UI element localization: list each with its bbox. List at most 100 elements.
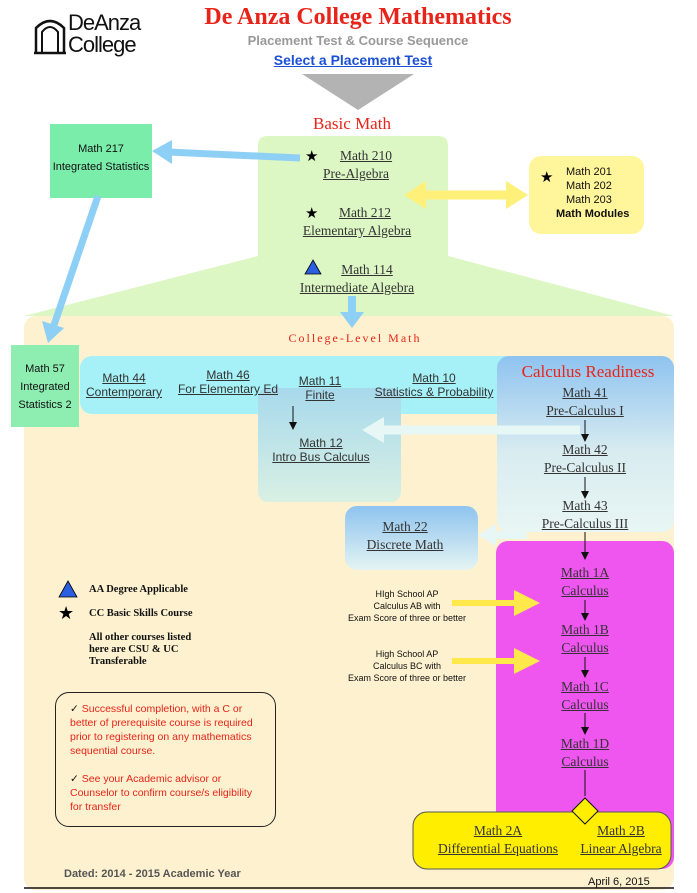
- course-code: Math 212: [338, 205, 392, 220]
- basic-math-heading: Basic Math: [313, 114, 391, 133]
- modules-box: [529, 156, 644, 234]
- course-name: Calculus: [561, 754, 609, 769]
- arrow-210-to-217: [167, 148, 301, 162]
- star-icon: ★: [305, 148, 319, 165]
- course-math-41[interactable]: Math 41 Pre-Calculus I: [530, 384, 640, 420]
- calculus-box: [496, 541, 674, 869]
- course-code: Math 1B: [561, 622, 609, 637]
- course-math-46[interactable]: Math 46 For Elementary Ed: [174, 368, 282, 396]
- course-code: Math 42: [562, 442, 608, 457]
- course-math-10[interactable]: Math 10 Statistics & Probability: [368, 371, 500, 399]
- course-name: Pre-Calculus III: [541, 516, 629, 531]
- course-code: Math 57: [25, 363, 65, 375]
- ap-line: HIgh School AP: [375, 589, 439, 599]
- course-code: Math 1C: [561, 679, 609, 694]
- college-level-heading: College-Level Math: [288, 331, 422, 345]
- course-math-212[interactable]: Math 212 Elementary Algebra: [292, 204, 422, 240]
- course-math-2a[interactable]: Math 2A Differential Equations: [424, 822, 572, 858]
- course-math-1b[interactable]: Math 1B Calculus: [540, 621, 630, 657]
- check-icon: ✓: [70, 773, 79, 785]
- course-math-1c[interactable]: Math 1C Calculus: [540, 678, 630, 714]
- college-logo: DeAnza College: [32, 10, 160, 57]
- course-math-210[interactable]: Math 210 Pre-Algebra: [300, 147, 412, 183]
- course-name: Pre-Calculus II: [543, 460, 627, 475]
- star-icon: ★: [305, 205, 319, 222]
- college-course-band: [80, 356, 520, 414]
- course-name: Statistics & Probability: [374, 385, 494, 399]
- course-code: Math 217: [78, 143, 124, 155]
- branch-diamond: [571, 797, 599, 825]
- ap-line: Calculus AB with: [373, 601, 441, 611]
- note-text: See your Academic advisor or Counselor t…: [70, 773, 253, 813]
- course-code: Math 43: [562, 498, 608, 513]
- note-text: Successful completion, with a C or bette…: [70, 703, 253, 757]
- course-code: Math 44: [102, 371, 146, 385]
- legend-line: Transferable: [89, 656, 147, 667]
- ap-calculus-bc-note: High School AP Calculus BC with Exam Sco…: [336, 648, 478, 684]
- course-name: Intermediate Algebra: [299, 280, 415, 295]
- legend-transfer-note: All other courses listed here are CSU & …: [89, 632, 191, 668]
- course-math-42[interactable]: Math 42 Pre-Calculus II: [530, 441, 640, 477]
- logo-line1: DeAnza: [68, 10, 141, 35]
- math22-box: [345, 506, 478, 570]
- course-math-12[interactable]: Math 12 Intro Bus Calculus: [262, 436, 380, 464]
- placement-test-link[interactable]: Select a Placement Test: [273, 52, 433, 68]
- triangle-icon: [58, 580, 78, 598]
- course-name: Contemporary: [85, 385, 163, 399]
- note-advisor: ✓ See your Academic advisor or Counselor…: [70, 772, 265, 814]
- course-code: Math 2A: [473, 823, 523, 838]
- module-line: Math 202: [566, 180, 612, 192]
- course-math-11[interactable]: Math 11 Finite: [290, 374, 350, 402]
- advanced-box: [412, 811, 672, 870]
- ap-line: Exam Score of three or better: [347, 673, 467, 683]
- course-math-22[interactable]: Math 22 Discrete Math: [348, 518, 462, 554]
- calculus-readiness-heading: Calculus Readiness: [521, 362, 655, 381]
- ap-calculus-ab-note: HIgh School AP Calculus AB with Exam Sco…: [336, 588, 478, 624]
- logo-arch-icon: [34, 19, 66, 55]
- ap-line: Exam Score of three or better: [347, 613, 467, 623]
- page-title: De Anza College Mathematics: [204, 4, 512, 30]
- legend-line: All other courses listed: [89, 632, 192, 643]
- course-name: Differential Equations: [437, 841, 559, 856]
- course-name: Linear Algebra: [580, 841, 662, 856]
- course-math-217[interactable]: Math 217 Integrated Statistics: [50, 140, 152, 176]
- basic-math-region: [24, 136, 674, 316]
- course-code: Math 114: [341, 262, 393, 277]
- course-name: Discrete Math: [366, 537, 444, 552]
- course-name: Calculus: [561, 640, 609, 655]
- course-code: Math 22: [382, 519, 428, 534]
- course-math-2b[interactable]: Math 2B Linear Algebra: [572, 822, 670, 858]
- note-prerequisite: ✓ Successful completion, with a C or bet…: [70, 702, 265, 758]
- course-name: Integrated Statistics: [52, 161, 150, 173]
- star-icon: ★: [58, 603, 75, 623]
- course-name: Pre-Algebra: [323, 166, 389, 181]
- course-name: Finite: [305, 388, 335, 402]
- course-name: Elementary Algebra: [302, 223, 412, 238]
- course-code: Math 12: [299, 436, 343, 450]
- modules-label: Math Modules: [556, 208, 630, 220]
- placement-triangle: [302, 74, 414, 110]
- course-code: Math 1D: [560, 736, 610, 751]
- page-subtitle: Placement Test & Course Sequence: [247, 33, 469, 48]
- course-code: Math 10: [412, 371, 456, 385]
- star-icon: ★: [540, 169, 554, 186]
- course-code: Math 210: [339, 148, 393, 163]
- legend-cc-label: CC Basic Skills Course: [89, 608, 193, 619]
- math217-box: [50, 124, 152, 198]
- course-math-1d[interactable]: Math 1D Calculus: [540, 735, 630, 771]
- course-math-114[interactable]: Math 114 Intermediate Algebra: [290, 261, 424, 297]
- module-line: Math 203: [566, 194, 612, 206]
- arrow-217-to-57: [50, 194, 102, 327]
- course-name: Pre-Calculus I: [546, 403, 624, 418]
- course-math-57[interactable]: Math 57 Integrated Statistics 2: [11, 360, 79, 414]
- math-modules[interactable]: Math 201 Math 202 Math 203 Math Modules: [556, 165, 640, 221]
- math12-box: [258, 388, 401, 502]
- course-math-44[interactable]: Math 44 Contemporary: [82, 371, 166, 399]
- course-code: Math 2B: [597, 823, 645, 838]
- dated-label: Dated: 2014 - 2015 Academic Year: [64, 868, 241, 880]
- module-line: Math 201: [566, 166, 612, 178]
- course-math-43[interactable]: Math 43 Pre-Calculus III: [530, 497, 640, 533]
- course-math-1a[interactable]: Math 1A Calculus: [540, 564, 630, 600]
- document-date: April 6, 2015: [588, 876, 650, 888]
- course-code: Math 41: [562, 385, 608, 400]
